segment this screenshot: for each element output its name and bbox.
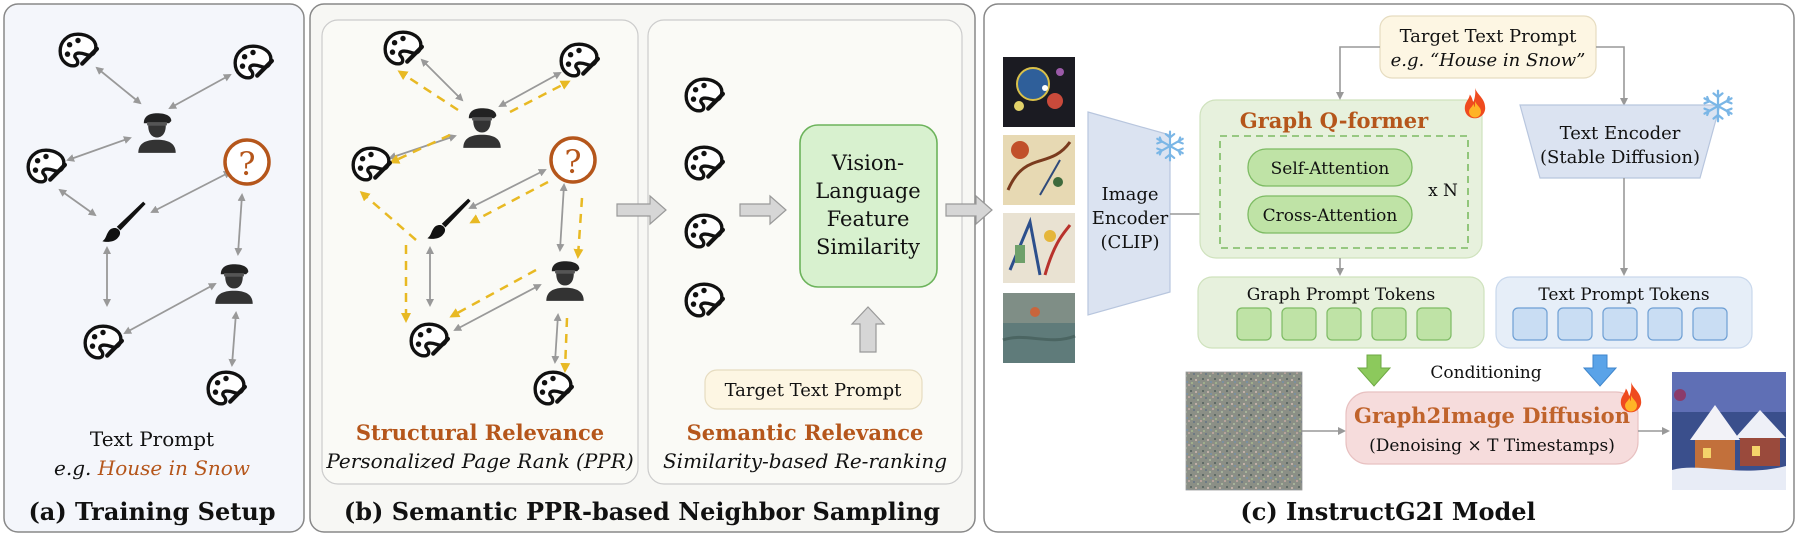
question-mark: ? (564, 143, 581, 181)
target-text-prompt: Target Text Prompt (725, 380, 903, 401)
panel-b-ppr-edges (359, 70, 584, 373)
panel-a-caption: (a) Training Setup (28, 497, 275, 526)
repeat-count: x N (1428, 181, 1458, 201)
text-token-row (1512, 307, 1728, 341)
graph-prompt-tokens-label: Graph Prompt Tokens (1247, 285, 1435, 305)
prompt-to-qformer-arrow (1336, 46, 1380, 100)
attention-repeat-group (1219, 135, 1469, 249)
image-encoder-line2: Encoder (1092, 208, 1169, 229)
image-encoder-line3: (CLIP) (1101, 232, 1160, 253)
painting-thumbnail (1003, 135, 1075, 205)
diffusion-subtitle: (Denoising × T Timestamps) (1369, 436, 1615, 456)
flow-arrow (945, 194, 993, 226)
prompt-to-text-encoder-arrow (1596, 46, 1628, 106)
panel-b-caption: (b) Semantic PPR-based Neighbor Sampling (344, 497, 940, 526)
vlf-line3: Feature (827, 207, 910, 231)
ppr-subpanel (321, 19, 639, 485)
text-encoder-line2: (Stable Diffusion) (1540, 147, 1700, 168)
semantic-relevance-title: Semantic Relevance (687, 420, 924, 445)
vlf-line2: Language (815, 179, 920, 203)
target-text-prompt-example: e.g. “House in Snow” (1391, 50, 1586, 71)
image-encoder-line1: Image (1101, 184, 1158, 205)
graph-token-row (1236, 307, 1452, 341)
graph-token (1236, 307, 1272, 341)
panel-a-frame (3, 3, 305, 533)
self-attention-block (1247, 148, 1413, 187)
graph-token (1326, 307, 1362, 341)
vlf-line4: Similarity (816, 235, 920, 259)
painting-thumbnail (1003, 57, 1075, 127)
conditioning-label: Conditioning (1430, 363, 1541, 383)
up-arrow (850, 306, 886, 353)
text-prompt-tokens-label: Text Prompt Tokens (1538, 285, 1709, 305)
text-encoder-line1: Text Encoder (1560, 123, 1681, 144)
text-token (1647, 307, 1683, 341)
text-prompt-label: Text Prompt (90, 427, 214, 451)
vision-language-similarity-box (799, 124, 938, 288)
panel-c-caption: (c) InstructG2I Model (1240, 497, 1535, 526)
flow-arrow (739, 194, 787, 226)
painting-thumbnail (1002, 293, 1076, 363)
graph-token (1416, 307, 1452, 341)
structural-relevance-subtitle: Personalized Page Rank (PPR) (325, 449, 633, 473)
question-mark: ? (238, 145, 255, 183)
self-attention-label: Self-Attention (1271, 159, 1390, 179)
text-token (1557, 307, 1593, 341)
painting-thumbnail (1003, 213, 1075, 283)
text-token (1602, 307, 1638, 341)
text-encoder (1519, 104, 1721, 179)
graph-token (1371, 307, 1407, 341)
noise-image (1185, 371, 1303, 491)
flow-arrow (616, 194, 667, 226)
graph-token (1281, 307, 1317, 341)
target-text-prompt: Target Text Prompt (1400, 26, 1578, 47)
vlf-line1: Vision- (831, 151, 904, 175)
text-token (1512, 307, 1548, 341)
semantic-relevance-subtitle: Similarity-based Re-ranking (663, 449, 947, 473)
panel-b-gray-edges (388, 58, 568, 364)
cross-attention-block (1247, 195, 1413, 234)
target-text-prompt-box (704, 369, 923, 410)
image-encoder (1087, 111, 1171, 316)
graph-qformer-title: Graph Q-former (1240, 108, 1429, 133)
graph-condition-arrow (1356, 354, 1392, 387)
graph2image-diffusion-box (1345, 391, 1639, 465)
text-prompt-example: e.g. House in Snow (54, 456, 250, 480)
diffusion-title: Graph2Image Diffusion (1354, 403, 1630, 428)
output-painting (1672, 372, 1786, 490)
text-token (1692, 307, 1728, 341)
structural-relevance-title: Structural Relevance (356, 420, 604, 445)
panel-a-edges (58, 66, 246, 367)
text-condition-arrow (1582, 354, 1618, 387)
cross-attention-label: Cross-Attention (1263, 206, 1398, 226)
